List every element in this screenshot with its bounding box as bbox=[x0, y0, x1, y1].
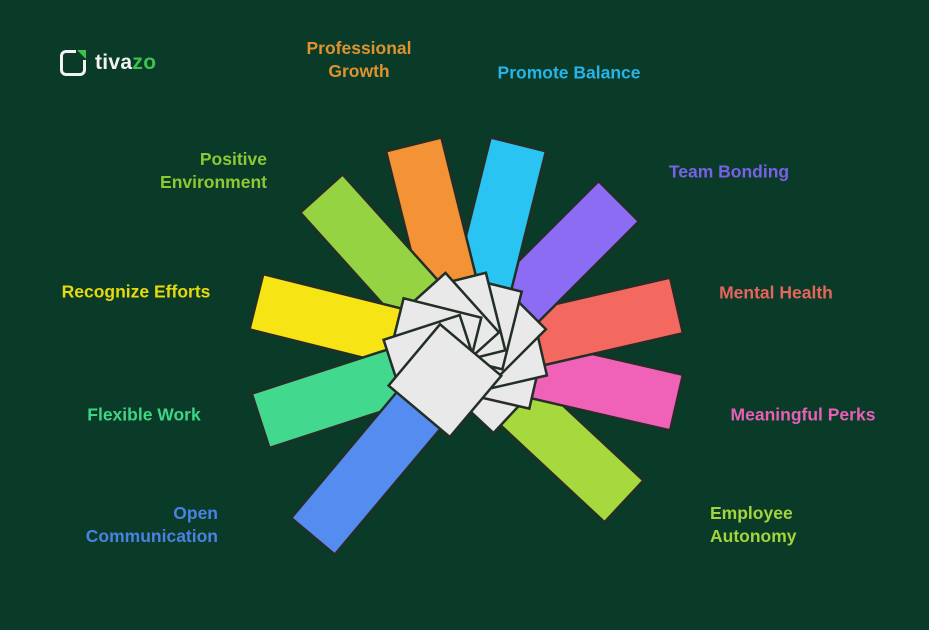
tivazo-logo-text: tivazo bbox=[95, 51, 156, 75]
tivazo-logo-icon bbox=[60, 49, 87, 76]
tivazo-logo: tivazo bbox=[60, 49, 156, 76]
label-meaningful-perks: Meaningful Perks bbox=[730, 404, 876, 425]
label-employee-autonomy: Employee Autonomy bbox=[710, 503, 797, 546]
label-professional-growth: Professional Growth bbox=[306, 38, 412, 81]
label-team-bonding: Team Bonding bbox=[668, 161, 790, 182]
logo-corner-flag-icon bbox=[77, 50, 86, 59]
label-positive-environment: Positive Environment bbox=[160, 149, 267, 192]
label-open-communication: Open Communication bbox=[85, 503, 218, 546]
label-promote-balance: Promote Balance bbox=[497, 62, 641, 83]
logo-text-accent: zo bbox=[132, 51, 157, 74]
logo-text-primary: tiva bbox=[95, 51, 133, 74]
label-mental-health: Mental Health bbox=[719, 282, 833, 303]
blade-fold-open-communication bbox=[386, 322, 504, 439]
label-flexible-work: Flexible Work bbox=[87, 404, 201, 425]
label-recognize-efforts: Recognize Efforts bbox=[61, 281, 211, 302]
